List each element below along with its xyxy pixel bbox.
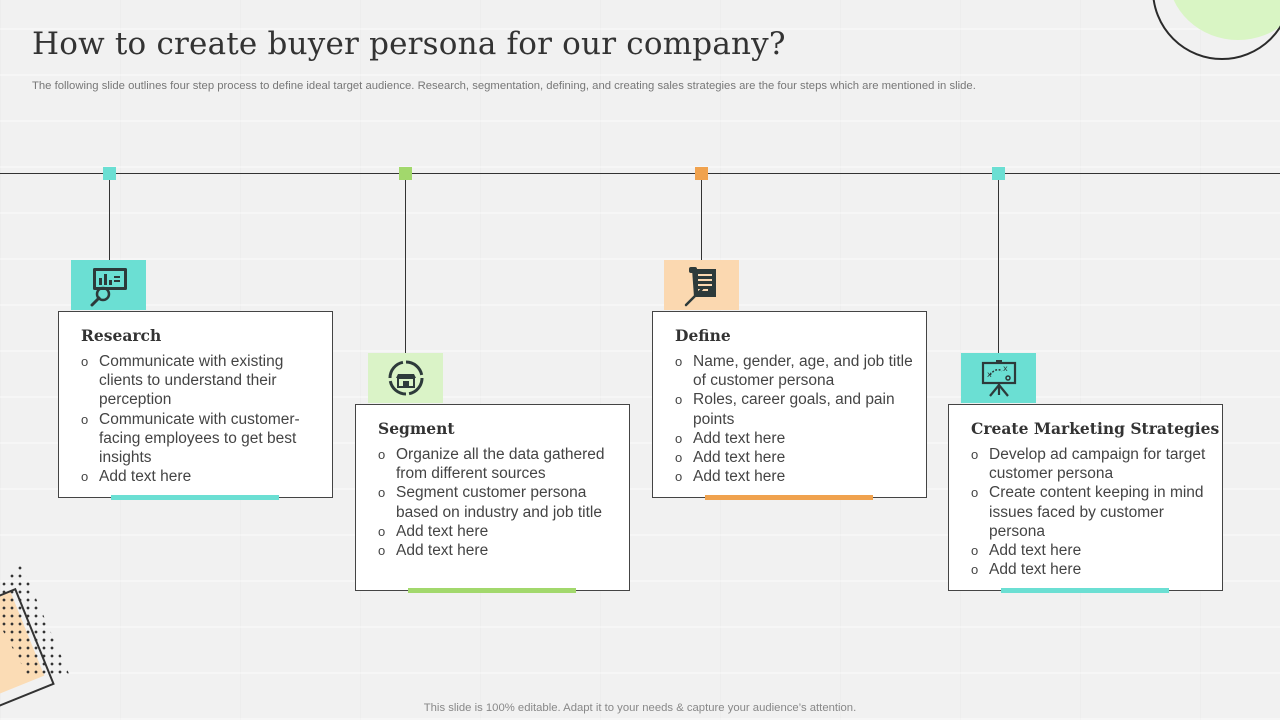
step-title: Create Marketing Strategies	[971, 419, 1220, 438]
list-item: Create content keeping in mind issues fa…	[971, 483, 1211, 541]
step-title: Segment	[378, 419, 455, 438]
list-item: Communicate with existing clients to und…	[81, 352, 321, 410]
step-title: Research	[81, 326, 162, 345]
list-item: Communicate with customer-facing employe…	[81, 410, 321, 468]
strategy-board-icon: x x	[981, 360, 1016, 397]
connector-strategies	[998, 180, 999, 353]
step-card-research: Research Communicate with existing clien…	[58, 311, 333, 500]
list-item: Develop ad campaign for target customer …	[971, 445, 1211, 483]
list-item: Add text here	[675, 429, 915, 448]
connector-research	[109, 180, 110, 260]
list-item: Roles, career goals, and pain points	[675, 390, 915, 428]
connector-segment	[405, 180, 406, 353]
step-card-strategies: Create Marketing Strategies Develop ad c…	[948, 404, 1223, 593]
page-subtitle: The following slide outlines four step p…	[32, 80, 976, 92]
list-item: Add text here	[971, 541, 1211, 560]
timeline-line	[0, 173, 1280, 174]
bullet-list: Organize all the data gathered from diff…	[378, 445, 618, 560]
accent-bar	[705, 495, 873, 500]
timeline-node-define	[695, 167, 708, 180]
list-item: Organize all the data gathered from diff…	[378, 445, 618, 483]
list-item: Segment customer persona based on indust…	[378, 483, 618, 521]
list-item: Name, gender, age, and job title of cust…	[675, 352, 915, 390]
bullet-list: Name, gender, age, and job title of cust…	[675, 352, 915, 487]
connector-define	[701, 180, 702, 260]
page-title: How to create buyer persona for our comp…	[32, 26, 786, 62]
svg-text:x: x	[1003, 364, 1008, 373]
list-item: Add text here	[81, 467, 321, 486]
timeline-node-segment	[399, 167, 412, 180]
scroll-document-icon	[684, 267, 716, 307]
icon-box-segment	[368, 353, 443, 403]
icon-box-research	[71, 260, 146, 310]
footer-note: This slide is 100% editable. Adapt it to…	[423, 702, 857, 714]
list-item: Add text here	[378, 522, 618, 541]
list-item: Add text here	[675, 467, 915, 486]
data-analysis-icon	[90, 268, 127, 307]
step-card-define: Define Name, gender, age, and job title …	[652, 311, 927, 500]
accent-bar	[111, 495, 279, 500]
market-segment-icon	[388, 360, 423, 396]
timeline-node-research	[103, 167, 116, 180]
step-title: Define	[675, 326, 731, 345]
icon-box-strategies: x x	[961, 353, 1036, 403]
list-item: Add text here	[378, 541, 618, 560]
timeline-node-strategies	[992, 167, 1005, 180]
accent-bar	[1001, 588, 1169, 593]
step-card-segment: Segment Organize all the data gathered f…	[355, 404, 630, 593]
icon-box-define	[664, 260, 739, 310]
list-item: Add text here	[675, 448, 915, 467]
bullet-list: Develop ad campaign for target customer …	[971, 445, 1211, 580]
accent-bar	[408, 588, 576, 593]
bullet-list: Communicate with existing clients to und…	[81, 352, 321, 487]
list-item: Add text here	[971, 560, 1211, 579]
